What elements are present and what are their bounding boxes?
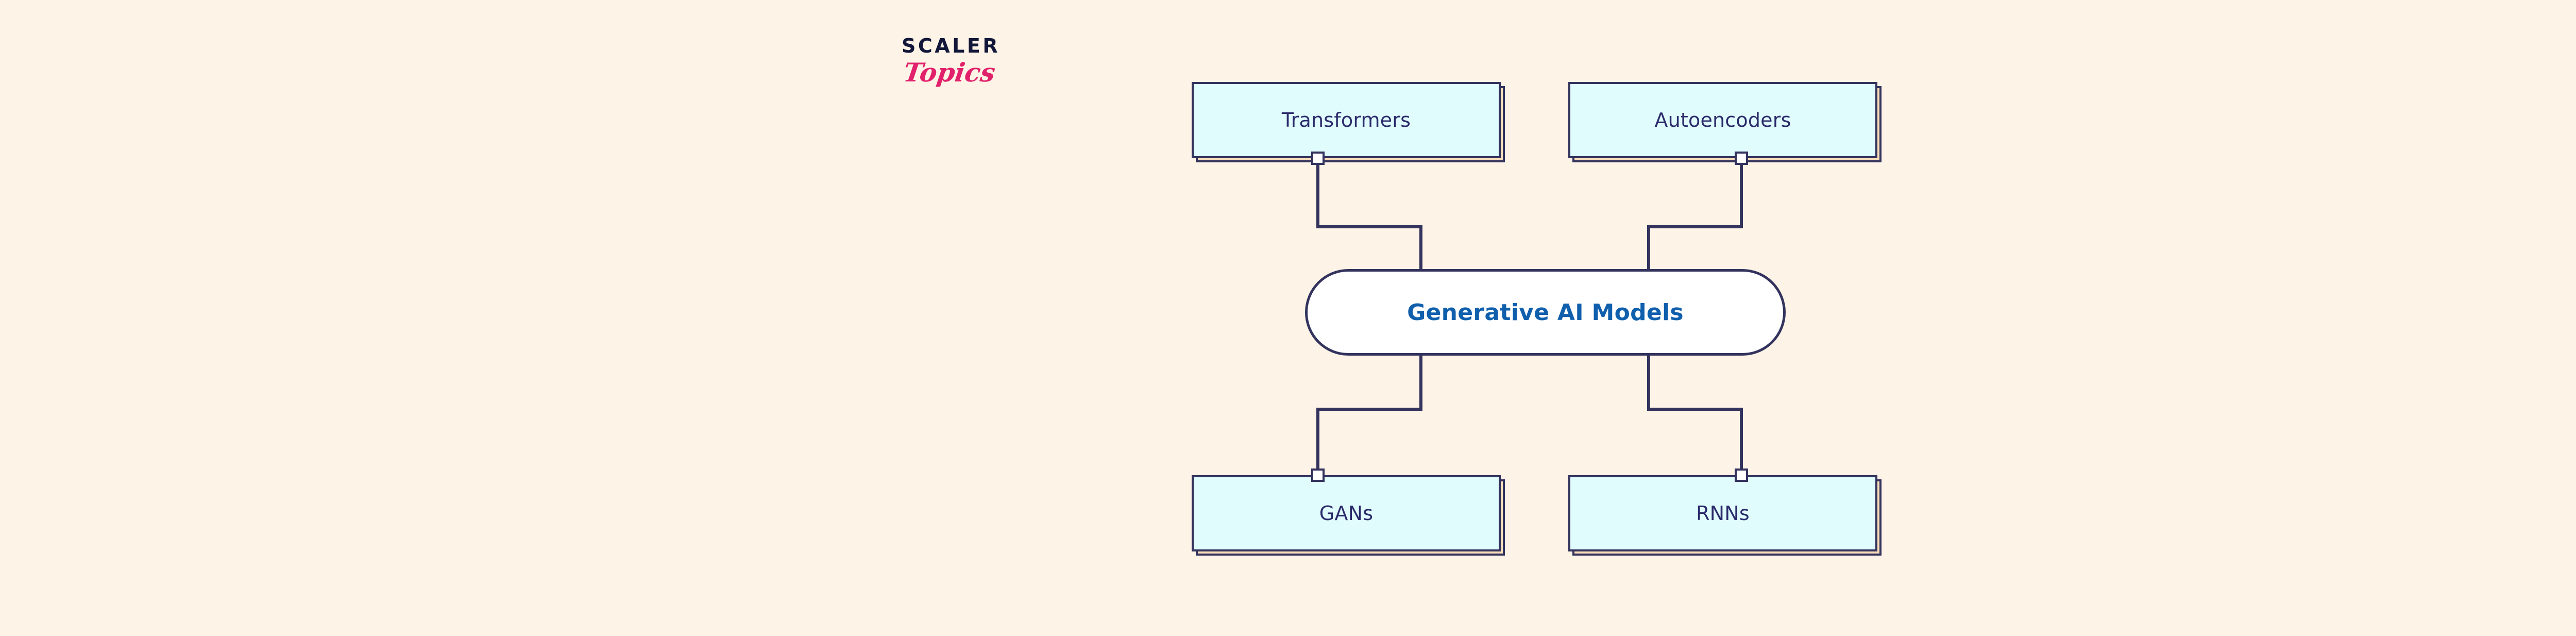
hub-label: Generative AI Models: [1407, 299, 1684, 326]
node-autoencoders[interactable]: Autoencoders: [1568, 82, 1882, 162]
logo-wordmark-topics: Topics: [901, 57, 997, 88]
node-body: GANs: [1192, 475, 1501, 551]
port-rnns-top: [1735, 468, 1748, 482]
scaler-topics-logo: SCALER Topics: [902, 36, 1056, 119]
port-transformers-bottom: [1311, 152, 1325, 165]
port-gans-top: [1311, 468, 1325, 482]
node-label-transformers: Transformers: [1281, 109, 1411, 131]
edge-hub-rnns: [1647, 353, 1743, 479]
node-transformers[interactable]: Transformers: [1192, 82, 1505, 162]
node-label-autoencoders: Autoencoders: [1654, 109, 1791, 131]
node-body: RNNs: [1568, 475, 1877, 551]
hub-generative-ai-models[interactable]: Generative AI Models: [1305, 269, 1786, 356]
node-label-gans: GANs: [1319, 502, 1374, 525]
edge-autoencoders-hub: [1647, 158, 1743, 273]
edge-transformers-hub: [1316, 158, 1422, 273]
edge-hub-gans: [1316, 353, 1422, 479]
node-body: Transformers: [1192, 82, 1501, 158]
logo-wordmark-scaler: SCALER: [902, 35, 1001, 57]
node-body: Autoencoders: [1568, 82, 1877, 158]
node-rnns[interactable]: RNNs: [1568, 475, 1882, 556]
node-gans[interactable]: GANs: [1192, 475, 1505, 556]
node-label-rnns: RNNs: [1696, 502, 1750, 525]
port-autoencoders-bottom: [1735, 152, 1748, 165]
